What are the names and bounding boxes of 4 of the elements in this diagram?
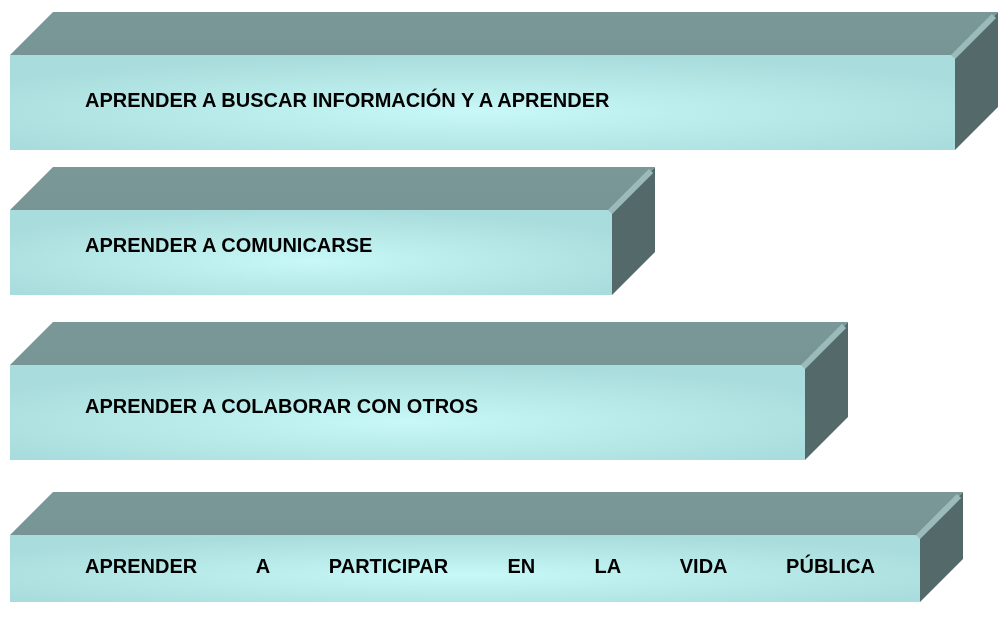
bar-label: APRENDER A COMUNICARSE [85,234,373,257]
bar-label: APRENDER A BUSCAR INFORMACIÓN Y A APRENDER [85,89,610,112]
bar-label: APRENDER A COLABORAR CON OTROS [85,395,478,418]
bar-label: APRENDER A PARTICIPAR EN LA VIDA PÚBLICA [85,555,875,578]
